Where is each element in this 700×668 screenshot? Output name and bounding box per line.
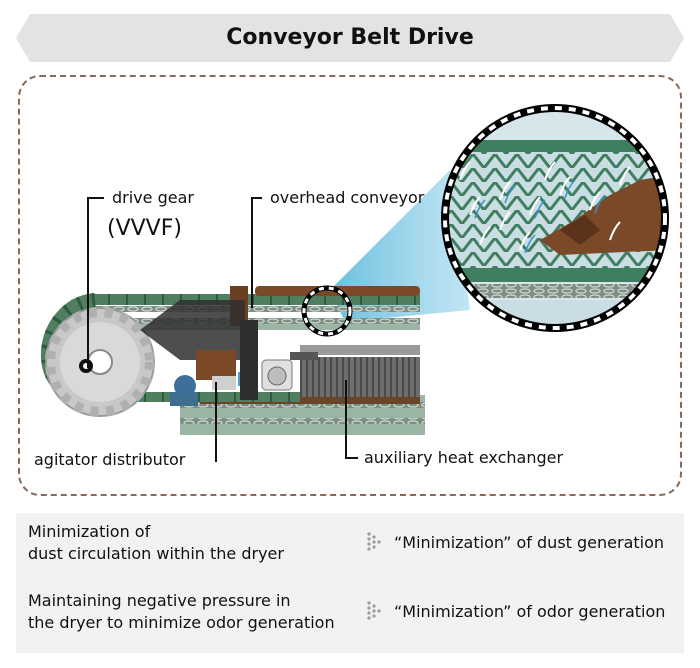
benefit-2-effect: “Minimization” of odor generation bbox=[394, 602, 666, 621]
label-overhead-conveyor: overhead conveyor bbox=[270, 188, 425, 207]
title-banner-shape bbox=[16, 14, 684, 62]
benefit-1-cause-line1: Minimization of bbox=[28, 522, 151, 541]
label-auxiliary-heat-exchanger: auxiliary heat exchanger bbox=[364, 448, 564, 467]
callout-beam bbox=[330, 170, 470, 322]
diagram-frame bbox=[18, 75, 682, 496]
drive-sprocket bbox=[45, 307, 155, 417]
benefit-1-effect: “Minimization” of dust generation bbox=[394, 533, 665, 552]
label-drive-gear: drive gear bbox=[112, 188, 194, 207]
benefits-panel: Minimization of dust circulation within … bbox=[16, 513, 684, 653]
zoom-detail bbox=[445, 108, 665, 328]
heat-exchanger-assembly bbox=[261, 345, 420, 397]
leader-lines bbox=[87, 197, 358, 462]
title-banner: Conveyor Belt Drive bbox=[16, 14, 684, 62]
arrow-right-icon bbox=[367, 601, 381, 620]
benefit-2-cause-line2: the dryer to minimize odor generation bbox=[28, 613, 335, 632]
page-title: Conveyor Belt Drive bbox=[226, 25, 474, 50]
label-vvvf: (VVVF) bbox=[107, 216, 182, 241]
agitator-distributor-assembly bbox=[140, 300, 258, 406]
arrow-right-icon bbox=[367, 532, 381, 551]
label-agitator-distributor: agitator distributor bbox=[34, 450, 186, 469]
benefit-2-cause-line1: Maintaining negative pressure in bbox=[28, 591, 291, 610]
benefit-1-cause-line2: dust circulation within the dryer bbox=[28, 544, 284, 563]
